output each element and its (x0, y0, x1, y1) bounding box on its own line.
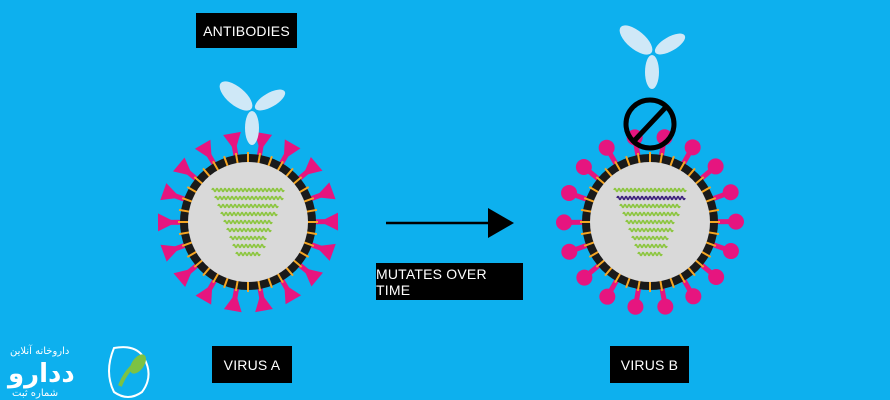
spike-head (576, 269, 593, 286)
membrane-protein (302, 240, 315, 247)
membrane-protein (699, 186, 712, 194)
spike-head (157, 213, 177, 232)
spike-head (284, 284, 302, 305)
rna-strand (622, 211, 680, 217)
rna-strand (634, 243, 668, 249)
membrane-protein (223, 155, 230, 168)
antibody-icon-b (614, 20, 689, 89)
membrane-protein (704, 197, 717, 204)
membrane-protein (595, 176, 607, 186)
spike-head (685, 288, 702, 305)
rna-strand (619, 203, 681, 209)
membrane-protein (266, 276, 273, 289)
spike-head (223, 292, 242, 313)
watermark-logo: داروخانه آنلاین ددارو شماره ثبت (6, 344, 150, 399)
virus-a (157, 131, 339, 313)
membrane-protein (186, 186, 199, 194)
arrow-right-icon (386, 208, 514, 238)
spike-head (707, 158, 724, 175)
membrane-protein (704, 240, 717, 247)
membrane-protein (588, 186, 601, 194)
spike-head (319, 212, 339, 231)
membrane-protein (212, 160, 220, 173)
rna-strand (211, 187, 285, 193)
rna-strand (214, 195, 284, 201)
spike-head (598, 139, 615, 156)
spike-head (173, 157, 193, 176)
rna-mutated-strand (616, 195, 686, 201)
antibodies-label: ANTIBODIES (196, 13, 297, 48)
watermark-line1: داروخانه آنلاین (10, 344, 69, 357)
rna-strand (223, 219, 273, 225)
spike-head (223, 131, 241, 152)
virus-b-label: VIRUS B (610, 346, 689, 383)
membrane-protein (693, 176, 705, 186)
spike-head (657, 298, 674, 315)
membrane-protein (588, 250, 601, 258)
spike-head (684, 139, 701, 156)
spike-head (315, 243, 336, 261)
membrane-protein (595, 258, 607, 268)
spike-head (303, 268, 323, 287)
membrane-protein (266, 155, 273, 168)
rna-strand (613, 187, 687, 193)
membrane-protein (181, 240, 194, 247)
spike-head (160, 183, 181, 201)
spike-head (194, 139, 212, 160)
spike-head (302, 156, 323, 176)
rna-strand (220, 211, 278, 217)
rna-strand (637, 251, 663, 257)
membrane-protein (693, 258, 705, 268)
spike-head (254, 131, 273, 152)
rna-strand (631, 235, 669, 241)
membrane-protein (186, 250, 199, 258)
spike-head (575, 159, 592, 176)
spike-head (599, 288, 616, 305)
no-entry-icon (623, 97, 677, 151)
spike-head (727, 213, 744, 230)
membrane-protein (178, 208, 192, 213)
leaf-icon (108, 346, 150, 398)
spike-head (173, 268, 194, 288)
membrane-protein (178, 231, 192, 236)
spike-head (283, 139, 301, 160)
membrane-protein (583, 197, 596, 204)
membrane-protein (583, 240, 596, 247)
spike-head (195, 284, 213, 305)
rna-strand (232, 243, 266, 249)
membrane-protein (678, 160, 686, 173)
membrane-protein (302, 197, 315, 204)
spike-head (255, 292, 273, 313)
spike-head (160, 244, 181, 262)
virus-b (556, 129, 744, 315)
rna-strand (625, 219, 675, 225)
mutates-over-time-label: MUTATES OVER TIME (376, 263, 523, 300)
spike-head (722, 184, 739, 201)
membrane-protein (181, 197, 194, 204)
spike-head (315, 182, 336, 200)
membrane-protein (257, 152, 262, 166)
spike-head (561, 243, 578, 260)
membrane-protein (614, 160, 622, 173)
membrane-protein (234, 152, 239, 166)
membrane-protein (276, 160, 284, 173)
membrane-protein (223, 276, 230, 289)
spike-head (722, 243, 739, 260)
spike-head (708, 268, 725, 285)
membrane-protein (636, 152, 641, 166)
membrane-protein (699, 250, 712, 258)
spike-head (556, 214, 573, 231)
membrane-protein (659, 152, 664, 166)
spike-head (627, 298, 644, 315)
rna-strand (226, 227, 272, 233)
watermark-line2: شماره ثبت (12, 388, 58, 399)
watermark-logo-text: ددارو (6, 359, 75, 389)
rna-strand (217, 203, 279, 209)
rna-strand (235, 251, 261, 257)
virus-a-label: VIRUS A (212, 346, 292, 383)
spike-head (561, 184, 578, 201)
rna-strand (229, 235, 267, 241)
rna-strand (628, 227, 674, 233)
